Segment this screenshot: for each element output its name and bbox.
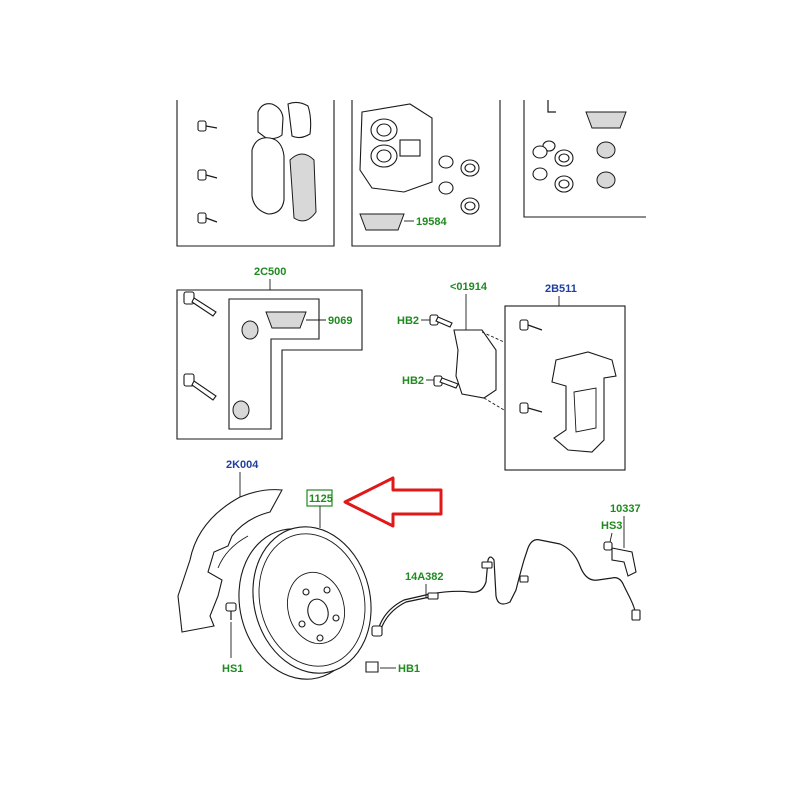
label-10337: 10337 <box>610 503 641 515</box>
bolt-icon <box>433 375 459 389</box>
label-HS1: HS1 <box>222 663 243 675</box>
o-ring-icon <box>532 140 574 193</box>
brake-disc-icon <box>238 526 372 680</box>
screw-icon <box>225 602 237 620</box>
splash-shield-icon <box>177 489 283 633</box>
label-2B511: 2B511 <box>545 283 577 295</box>
bolt-icon <box>365 661 379 673</box>
bushing-icon <box>232 320 259 420</box>
seal-kit-panel <box>523 100 646 218</box>
dust-boot-icon <box>596 141 616 189</box>
bolt-icon <box>197 169 218 181</box>
sensor-group: 14A382 10337 HS3 <box>371 503 641 637</box>
bolt-icon <box>197 212 218 224</box>
label-9069: 9069 <box>328 315 352 327</box>
sensor-cable-icon <box>377 539 637 631</box>
label-HS3: HS3 <box>601 520 622 532</box>
label-2C500: 2C500 <box>254 266 286 278</box>
brake-disc-group: 1125 HB1 <box>238 489 420 680</box>
seal-rings-icon <box>438 155 480 215</box>
label-HB2-lower: HB2 <box>402 375 424 387</box>
label-14A382: 14A382 <box>405 571 444 583</box>
clip-icon <box>547 100 556 113</box>
highlight-box <box>306 489 333 507</box>
bracket-icon <box>603 541 637 577</box>
bolt-icon <box>519 402 543 414</box>
pads-panel <box>176 100 335 247</box>
label-1125: 1125 <box>309 493 333 505</box>
label-01914: <01914 <box>450 281 488 293</box>
pad-bolts-group: <01914 HB2 HB2 <box>397 281 505 411</box>
label-HB2-upper: HB2 <box>397 315 419 327</box>
carrier-panel: 2B511 <box>504 283 626 471</box>
label-HB1: HB1 <box>398 663 420 675</box>
brake-pad-icon <box>453 329 497 399</box>
bolt-icon <box>429 314 453 328</box>
wear-indicator-icon <box>359 213 405 231</box>
label-2K004: 2K004 <box>226 459 259 471</box>
clip-plate-icon <box>265 311 307 329</box>
guide-bolt-icon <box>183 373 217 401</box>
bolt-kit-panel: 2C500 9069 <box>176 266 363 440</box>
caliper-panel: 19584 <box>351 100 501 247</box>
pad-shim-icon <box>585 111 627 129</box>
guide-bolt-icon <box>183 291 217 317</box>
bolt-icon <box>519 319 543 331</box>
brake-pad-icon <box>251 101 317 222</box>
red-arrow-icon <box>343 476 443 528</box>
caliper-carrier-icon <box>551 351 617 453</box>
bolt-icon <box>197 120 218 132</box>
splash-shield-group: 2K004 HS1 <box>177 459 283 675</box>
label-19584: 19584 <box>416 216 447 228</box>
caliper-icon <box>359 103 433 193</box>
